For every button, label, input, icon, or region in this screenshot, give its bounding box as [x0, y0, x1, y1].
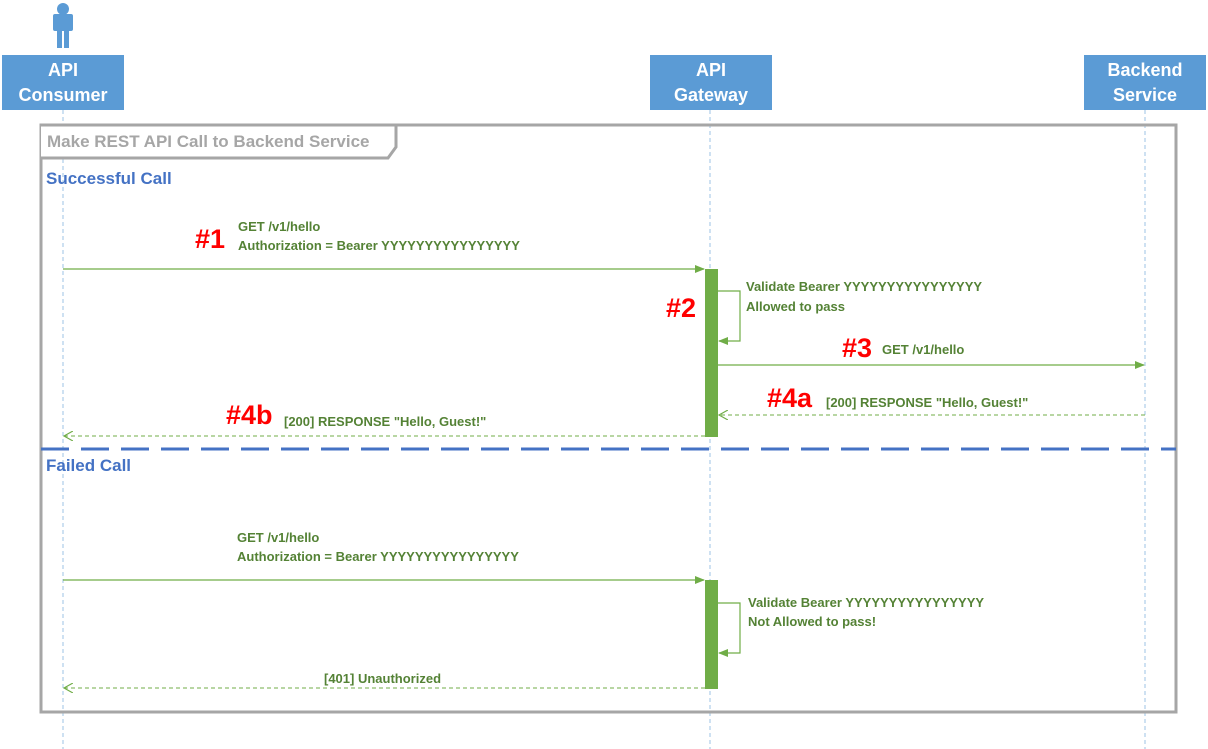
user-actor-icon — [53, 3, 73, 48]
gateway-activation-bar-success — [705, 269, 718, 437]
failed-request-line1: GET /v1/hello — [237, 530, 320, 545]
forward-label: GET /v1/hello — [882, 342, 965, 357]
frame-title-tab — [41, 123, 398, 160]
interaction-frame — [39, 123, 1178, 714]
backend-response-label: [200] RESPONSE "Hello, Guest!" — [826, 395, 1029, 410]
client-response-label: [200] RESPONSE "Hello, Guest!" — [284, 414, 487, 429]
success-request-line1: GET /v1/hello — [238, 219, 321, 234]
participant-backend-service-line1: Backend — [1107, 59, 1183, 80]
participant-api-gateway: API Gateway — [650, 55, 772, 110]
failed-request-line2: Authorization = Bearer YYYYYYYYYYYYYYYY — [237, 549, 519, 564]
participant-api-gateway-line1: API — [695, 59, 726, 80]
unauthorized-label: [401] Unauthorized — [324, 671, 442, 686]
gateway-activation-bar-failed — [705, 580, 718, 689]
step-label-4a: #4a — [767, 383, 813, 413]
success-validate-line2: Allowed to pass — [746, 299, 845, 314]
participant-api-consumer-line1: API — [47, 59, 78, 80]
participant-backend-service-line2: Service — [1112, 84, 1178, 105]
success-validate-line1: Validate Bearer YYYYYYYYYYYYYYYY — [746, 279, 983, 294]
frame-title: Make REST API Call to Backend Service — [47, 132, 370, 151]
self-validate-arrow-success — [718, 290, 741, 345]
participant-api-consumer: API Consumer — [2, 55, 124, 110]
section-label-failed: Failed Call — [46, 456, 132, 475]
step-label-1: #1 — [195, 224, 226, 254]
step-label-4b: #4b — [226, 400, 273, 430]
step-label-3: #3 — [842, 333, 873, 363]
participant-api-gateway-line2: Gateway — [673, 84, 749, 105]
section-label-successful: Successful Call — [46, 169, 172, 188]
failed-validate-line2: Not Allowed to pass! — [748, 614, 877, 629]
step-label-2: #2 — [666, 293, 697, 323]
self-validate-arrow-failed — [718, 602, 741, 657]
success-request-line2: Authorization = Bearer YYYYYYYYYYYYYYYY — [238, 238, 520, 253]
participant-api-consumer-line2: Consumer — [18, 84, 108, 105]
participant-backend-service: Backend Service — [1084, 55, 1206, 110]
failed-validate-line1: Validate Bearer YYYYYYYYYYYYYYYY — [748, 595, 985, 610]
